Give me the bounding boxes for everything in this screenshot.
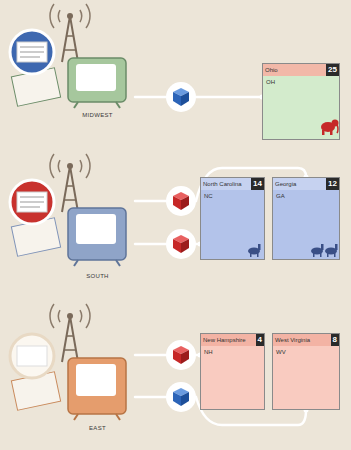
donkey-icon xyxy=(248,244,338,257)
state-abbreviation: WV xyxy=(276,349,336,355)
south-media xyxy=(10,154,126,266)
state-abbreviation: OH xyxy=(266,79,336,85)
region-label: EAST xyxy=(89,425,106,431)
blue-cube xyxy=(166,82,196,112)
card-header: New Hampshire 4 xyxy=(201,334,264,346)
card-header: West Virginia 8 xyxy=(273,334,339,346)
state-abbreviation: NH xyxy=(204,349,261,355)
state-card: Georgia 12GA xyxy=(272,177,340,260)
blue-cube xyxy=(166,382,196,412)
card-header: North Carolina 14 xyxy=(201,178,264,190)
media-region: EAST xyxy=(60,355,135,431)
electoral-votes: 14 xyxy=(251,178,264,190)
state-name: Georgia xyxy=(273,181,296,187)
electoral-votes: 12 xyxy=(326,178,339,190)
electoral-votes: 4 xyxy=(256,334,264,346)
red-cube xyxy=(166,186,196,216)
red-cube xyxy=(166,229,196,259)
media-region: SOUTH xyxy=(60,205,135,279)
state-card: New Hampshire 4NH xyxy=(200,333,265,410)
state-abbreviation: GA xyxy=(276,193,336,199)
state-name: West Virginia xyxy=(273,337,310,343)
electoral-votes: 25 xyxy=(326,64,339,76)
state-card: West Virginia 8WV xyxy=(272,333,340,410)
state-name: New Hampshire xyxy=(201,337,246,343)
card-header: Georgia 12 xyxy=(273,178,339,190)
state-card: North Carolina 14NC xyxy=(200,177,265,260)
state-abbreviation: NC xyxy=(204,193,261,199)
connector xyxy=(135,95,265,100)
card-header: Ohio 25 xyxy=(263,64,339,76)
region-label: MIDWEST xyxy=(82,112,112,118)
state-card: Ohio 25OH xyxy=(262,63,340,140)
elephant-icon xyxy=(321,120,339,136)
red-cube xyxy=(166,340,196,370)
state-name: North Carolina xyxy=(201,181,242,187)
east-media xyxy=(10,304,126,420)
region-label: SOUTH xyxy=(86,273,109,279)
state-name: Ohio xyxy=(263,67,278,73)
media-region: MIDWEST xyxy=(60,55,135,118)
electoral-votes: 8 xyxy=(331,334,339,346)
midwest-media xyxy=(10,4,126,108)
